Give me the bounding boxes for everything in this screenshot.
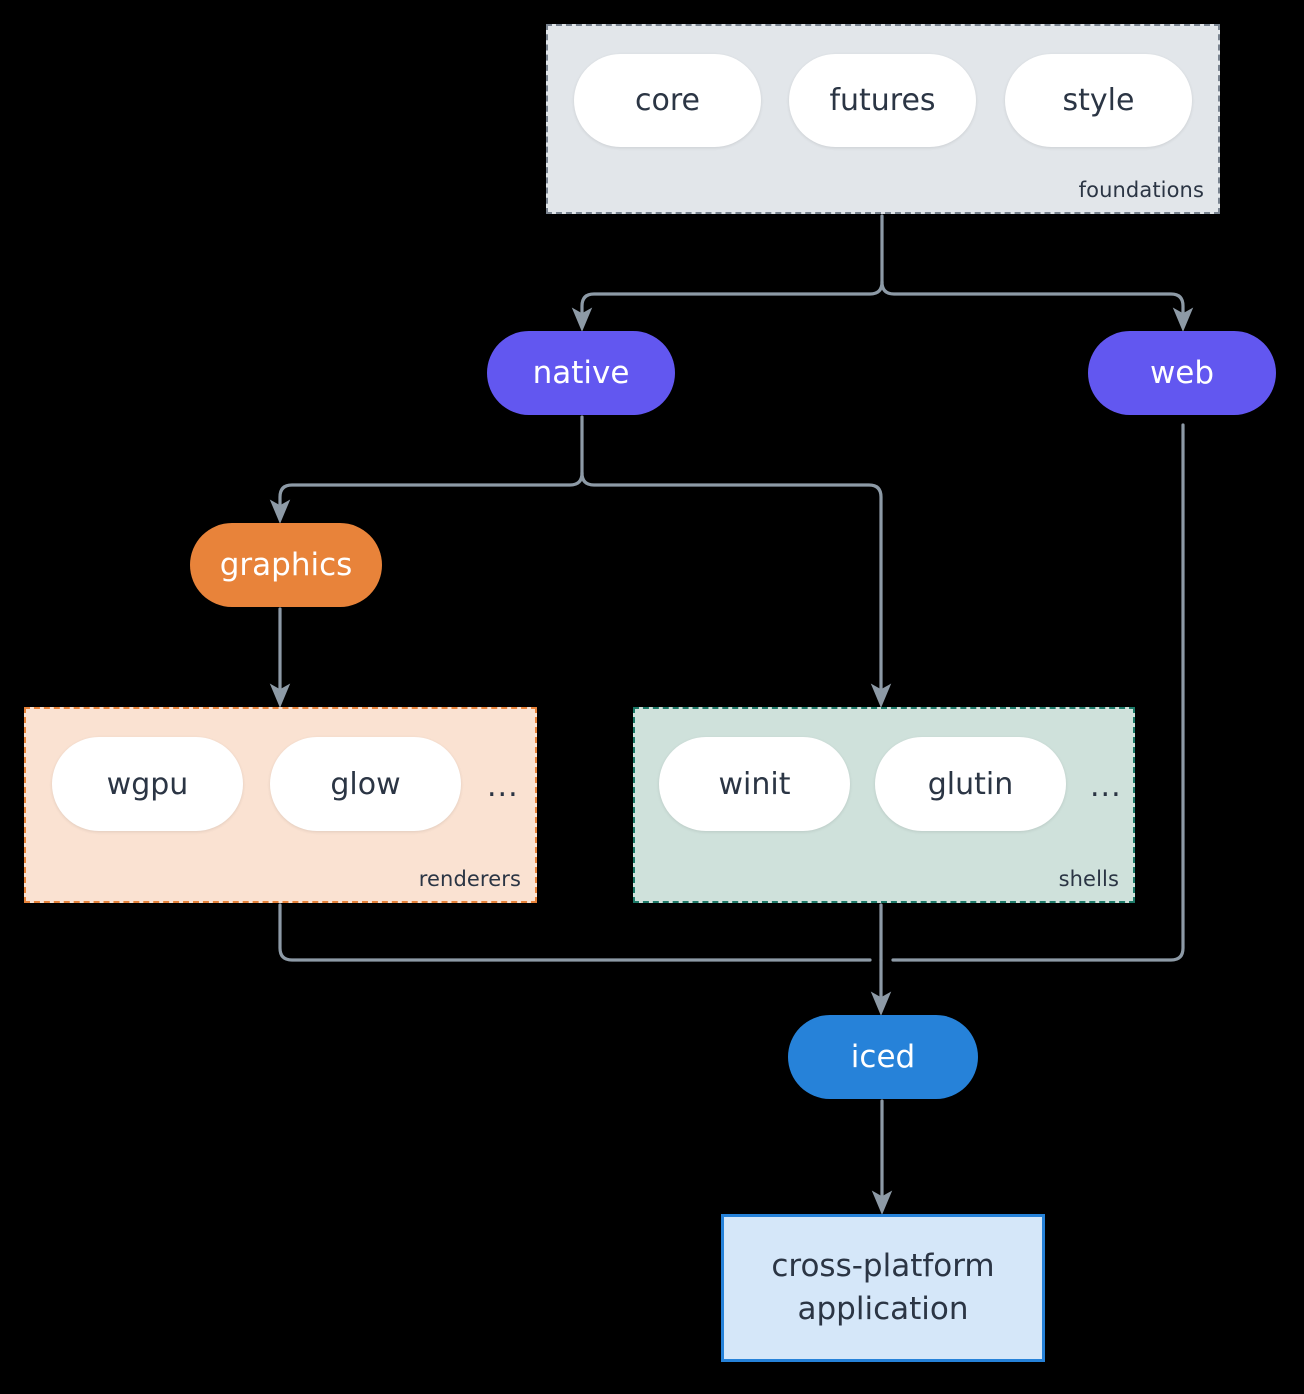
- leaf-core[interactable]: core: [574, 54, 761, 147]
- edge-renderers-to-iced: [278, 903, 872, 962]
- leaf-style[interactable]: style: [1005, 54, 1192, 147]
- node-native[interactable]: native: [487, 331, 675, 415]
- edge-native-to-shells: [580, 471, 892, 708]
- edge-foundations-to-web: [880, 280, 1194, 332]
- group-label-foundations: foundations: [1078, 178, 1204, 202]
- group-label-renderers: renderers: [418, 867, 521, 891]
- leaf-futures[interactable]: futures: [789, 54, 976, 147]
- edge-foundations-to-native: [571, 280, 884, 332]
- node-graphics[interactable]: graphics: [190, 523, 382, 607]
- leaf-winit[interactable]: winit: [659, 737, 850, 831]
- group-renderers: wgpu glow ... renderers: [24, 707, 537, 903]
- node-application[interactable]: cross-platform application: [721, 1214, 1045, 1362]
- leaf-glow[interactable]: glow: [270, 737, 461, 831]
- group-label-shells: shells: [1058, 867, 1119, 891]
- group-shells: winit glutin ... shells: [633, 707, 1135, 903]
- renderers-overflow-ellipsis: ...: [487, 769, 519, 804]
- shells-overflow-ellipsis: ...: [1090, 769, 1122, 804]
- node-web[interactable]: web: [1088, 331, 1276, 415]
- edge-native-to-graphics: [269, 471, 584, 524]
- application-line-1: cross-platform: [771, 1248, 995, 1285]
- leaf-wgpu[interactable]: wgpu: [52, 737, 243, 831]
- leaf-glutin[interactable]: glutin: [875, 737, 1066, 831]
- application-line-2: application: [797, 1291, 969, 1327]
- group-foundations: core futures style foundations: [546, 24, 1220, 214]
- node-iced[interactable]: iced: [788, 1015, 978, 1099]
